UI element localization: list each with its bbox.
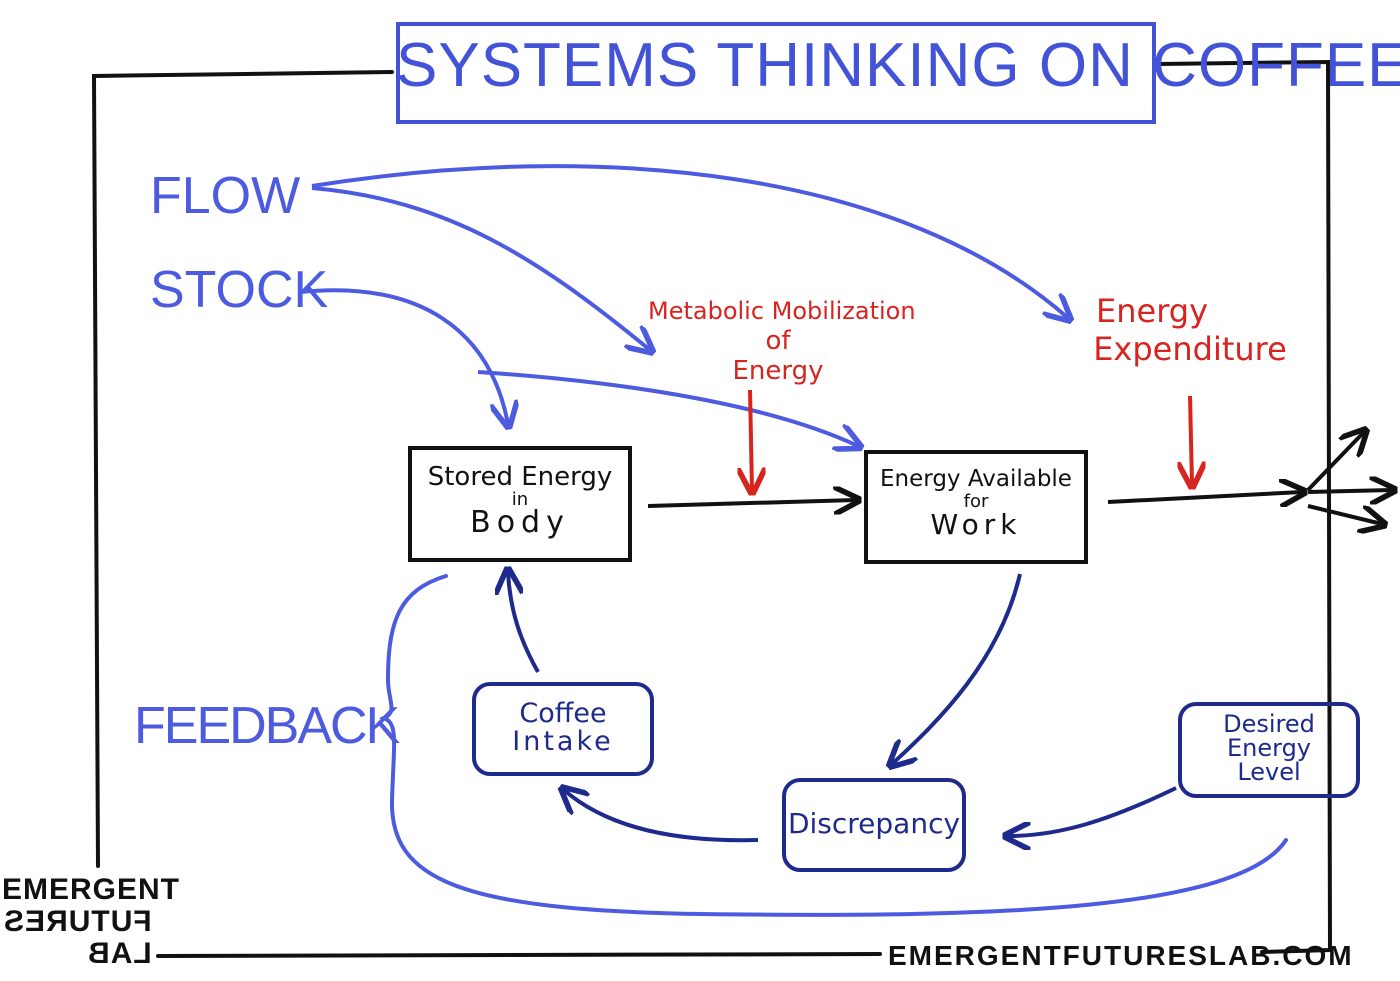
metabolic-line-1: Metabolic Mobilization: [648, 297, 916, 325]
logo-line-3: LAB: [87, 937, 152, 970]
desired-line-1: Desired: [1223, 710, 1315, 738]
emergent-futures-lab-logo: EMERGENT FUTURES LAB: [2, 873, 181, 971]
outer-frame: [91, 59, 1333, 958]
discrepancy-node: [782, 778, 966, 872]
feedback-label: FEEDBACK: [134, 697, 400, 755]
outflow-branch-mid: [1307, 490, 1392, 492]
stored-to-available-arrow: [647, 500, 856, 506]
diagram-title: SYSTEMS THINKING ON COFFEE: [396, 31, 1400, 100]
coffee-intake-node: [472, 682, 654, 776]
metabolic-down-arrow: [750, 389, 752, 490]
outflow-branch-up: [1306, 432, 1364, 492]
coffee-line-1: Coffee: [519, 698, 607, 729]
flow-arrow-to-metabolic: [311, 186, 650, 350]
energy-available-label: Energy Available for Work: [864, 464, 1088, 540]
title-frame: [396, 22, 1156, 124]
feedback-loop-curve: [378, 574, 1288, 917]
desired-line-2: Energy: [1226, 734, 1312, 762]
energy-available-box: [864, 450, 1088, 564]
flow-label: FLOW: [150, 167, 301, 225]
coffee-line-2: Intake: [512, 726, 614, 757]
stored-energy-box: [408, 446, 632, 562]
available-line-3: Work: [930, 508, 1022, 541]
discrepancy-to-coffee-arrow: [564, 790, 759, 843]
logo-line-1: EMERGENT: [2, 873, 181, 906]
metabolic-mobilization-label: Metabolic Mobilization of Energy: [648, 296, 916, 386]
desired-energy-node: [1178, 702, 1360, 798]
expenditure-down-arrow: [1190, 395, 1192, 484]
metabolic-line-3: Energy: [732, 356, 824, 386]
energy-expenditure-label: Energy Expenditure: [1090, 292, 1290, 368]
logo-line-2: FUTURES: [3, 905, 152, 938]
available-line-2: for: [963, 491, 989, 512]
discrepancy-label: Discrepancy: [787, 807, 961, 840]
outflow-branch-down: [1307, 504, 1382, 524]
available-to-outflow-arrow: [1107, 492, 1302, 502]
stock-arrow-to-available: [477, 370, 858, 446]
website-url[interactable]: EMERGENTFUTURESLAB.COM: [888, 940, 1354, 971]
stock-arrow-to-stored: [299, 288, 508, 424]
flow-arrow-to-expenditure: [311, 164, 1068, 318]
desired-line-3: Level: [1237, 758, 1301, 786]
stored-line-2: in: [511, 489, 529, 510]
stored-line-3: Body: [470, 505, 570, 540]
coffee-to-stored-arrow: [508, 572, 540, 673]
desired-energy-label: Desired Energy Level: [1178, 712, 1360, 784]
expenditure-line-2: Expenditure: [1093, 330, 1287, 368]
coffee-intake-label: Coffee Intake: [472, 700, 654, 756]
stored-energy-label: Stored Energy in Body: [408, 462, 632, 538]
available-to-discrepancy-arrow: [892, 573, 1022, 764]
desired-to-discrepancy-arrow: [1008, 786, 1177, 836]
metabolic-line-2: of: [765, 326, 791, 356]
stored-line-1: Stored Energy: [427, 462, 613, 492]
expenditure-line-1: Energy: [1096, 292, 1209, 330]
available-line-1: Energy Available: [880, 466, 1072, 492]
stock-label: STOCK: [150, 261, 329, 319]
